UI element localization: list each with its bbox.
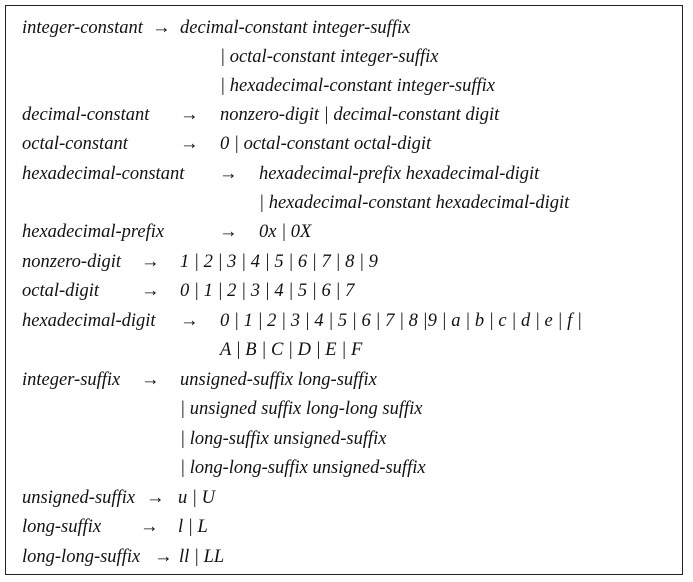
rule-lhs: long-suffix	[22, 517, 102, 537]
rule-lhs: hexadecimal-prefix	[22, 222, 165, 242]
rule-lhs: unsigned-suffix	[22, 488, 136, 508]
rule-rhs: | unsigned suffix long-long suffix	[180, 399, 423, 419]
rule-rhs: u | U	[178, 488, 215, 508]
rule-arrow: →	[140, 517, 159, 537]
rule-lhs: octal-digit	[22, 281, 100, 301]
rule-rhs: unsigned-suffix long-suffix	[180, 370, 377, 390]
rule-arrow: →	[219, 164, 238, 184]
rule-lhs: hexadecimal-digit	[22, 311, 156, 331]
grammar-box: integer-constant → decimal-constant inte…	[5, 5, 683, 575]
rule-lhs: hexadecimal-constant	[22, 164, 185, 184]
rule-arrow: →	[180, 311, 199, 331]
rule-rhs: 0 | 1 | 2 | 3 | 4 | 5 | 6 | 7 | 8 |9 | a…	[220, 311, 582, 331]
rule-arrow: →	[180, 134, 199, 154]
rule-rhs: 0x | 0X	[259, 222, 312, 242]
rule-rhs: | hexadecimal-constant integer-suffix	[220, 76, 495, 96]
rule-rhs: nonzero-digit | decimal-constant digit	[220, 105, 500, 125]
rule-lhs: decimal-constant	[22, 105, 150, 125]
rule-arrow: →	[180, 105, 199, 125]
rule-arrow: →	[141, 281, 160, 301]
rule-lhs: nonzero-digit	[22, 252, 122, 272]
rule-rhs: | octal-constant integer-suffix	[220, 47, 439, 67]
rule-lhs: integer-constant	[22, 18, 143, 38]
rule-rhs: ll | LL	[179, 547, 225, 567]
rule-arrow: →	[141, 370, 160, 390]
rule-rhs: 1 | 2 | 3 | 4 | 5 | 6 | 7 | 8 | 9	[180, 252, 378, 272]
rule-arrow: →	[141, 252, 160, 272]
rule-arrow: →	[219, 222, 238, 242]
rule-lhs: integer-suffix	[22, 370, 121, 390]
rule-rhs: hexadecimal-prefix hexadecimal-digit	[259, 164, 540, 184]
rule-lhs: long-long-suffix	[22, 547, 141, 567]
rule-rhs: l | L	[178, 517, 208, 537]
rule-rhs: | long-suffix unsigned-suffix	[180, 429, 387, 449]
rule-arrow: →	[152, 18, 171, 38]
rule-rhs: decimal-constant integer-suffix	[180, 18, 411, 38]
rule-rhs: | long-long-suffix unsigned-suffix	[180, 458, 426, 478]
rule-rhs: 0 | octal-constant octal-digit	[220, 134, 432, 154]
rule-rhs: | hexadecimal-constant hexadecimal-digit	[259, 193, 570, 213]
rule-rhs: A | B | C | D | E | F	[220, 340, 363, 360]
rule-rhs: 0 | 1 | 2 | 3 | 4 | 5 | 6 | 7	[180, 281, 355, 301]
rule-lhs: octal-constant	[22, 134, 128, 154]
rule-arrow: →	[146, 488, 165, 508]
rule-arrow: →	[154, 547, 173, 567]
